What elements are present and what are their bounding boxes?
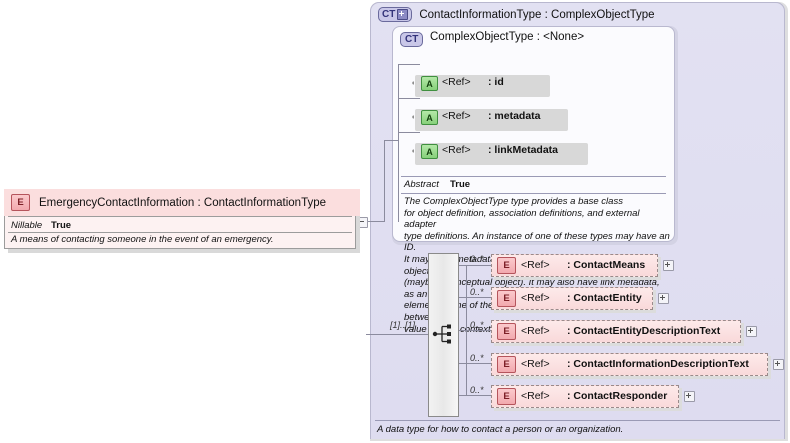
nillable-key: Nillable <box>11 220 43 231</box>
attribute-ref-label: <Ref> <box>442 76 471 88</box>
attribute-ref-label: <Ref> <box>442 144 471 156</box>
divider <box>8 216 352 217</box>
element-badge: E <box>497 356 516 373</box>
element-ref-label: <Ref> <box>521 325 550 337</box>
connector-branch-contactmeans <box>459 265 491 266</box>
attribute-badge: A <box>421 110 438 125</box>
outer-complextype-title: ContactInformationType : ComplexObjectTy… <box>419 8 655 21</box>
abstract-value: True <box>450 179 471 190</box>
element-emergencycontactinformation[interactable]: E EmergencyContactInformation : ContactI… <box>4 189 360 253</box>
expand-plus-icon[interactable] <box>746 326 757 337</box>
nillable-value: True <box>51 220 72 231</box>
divider <box>401 176 666 177</box>
connector-vertical-attributes <box>398 64 399 222</box>
attribute-name-label: : metadata <box>488 110 541 122</box>
inner-complextype-badge-label: CT <box>405 34 419 45</box>
connector-to-sequence <box>366 334 428 335</box>
attribute-ref-label: <Ref> <box>442 110 471 122</box>
expand-plus-icon[interactable] <box>684 391 695 402</box>
expand-plus-icon[interactable] <box>658 293 669 304</box>
element-badge: E <box>11 194 30 211</box>
element-badge: E <box>497 257 516 274</box>
element-name-label: : ContactInformationDescriptionText <box>567 358 749 370</box>
element-ref-box[interactable] <box>491 287 653 310</box>
element-ref-label: <Ref> <box>521 292 550 304</box>
connector-to-element <box>366 221 384 222</box>
plus-icon[interactable] <box>397 9 409 20</box>
attribute-badge: A <box>421 144 438 159</box>
attribute-box[interactable] <box>412 140 414 162</box>
sequence-compositor-icon <box>432 324 451 344</box>
connector-branch-metadata <box>398 98 420 99</box>
divider <box>8 232 352 233</box>
connector-branch-contactinformationdescriptiontext <box>459 363 491 364</box>
element-ref-contactinformationdescriptiontext[interactable]: E <Ref> : ContactInformationDescriptionT… <box>491 353 771 379</box>
inner-complextype-badge[interactable]: CT <box>400 32 424 47</box>
element-badge: E <box>497 323 516 340</box>
attribute-box[interactable] <box>412 106 414 128</box>
element-name-label: : ContactEntity <box>567 292 642 304</box>
occurrence-label: 0..* <box>470 385 484 395</box>
outer-complextype-header: CT ContactInformationType : ComplexObjec… <box>378 7 655 22</box>
divider <box>401 193 666 194</box>
connector-vertical-outer <box>384 140 385 222</box>
abstract-key: Abstract <box>404 179 439 190</box>
attribute-shadow <box>415 75 550 97</box>
element-name-label: : ContactEntityDescriptionText <box>567 325 721 337</box>
attribute-row-linkmetadata[interactable]: A <Ref> : linkMetadata <box>412 140 588 165</box>
attribute-badge: A <box>421 76 438 91</box>
complextype-badge[interactable]: CT <box>378 7 413 22</box>
element-ref-contactentity[interactable]: E <Ref> : ContactEntity <box>491 287 656 313</box>
divider <box>375 420 780 421</box>
connector-outer-join <box>384 140 398 141</box>
occurrence-label: 0..* <box>470 320 484 330</box>
attribute-name-label: : id <box>488 76 504 88</box>
occurrence-label: 0..* <box>470 353 484 363</box>
attribute-shadow <box>415 109 568 131</box>
occurrence-label: 0..* <box>470 287 484 297</box>
attribute-box[interactable] <box>412 72 414 94</box>
element-badge-label: E <box>17 197 24 208</box>
attribute-row-id[interactable]: A <Ref> : id <box>412 72 550 97</box>
connector-branch-contactresponder <box>459 395 491 396</box>
element-name-label: : ContactResponder <box>567 390 668 402</box>
connector-branch-linkmetadata <box>398 132 420 133</box>
sequence-occurrence-label: [1]..[1] <box>390 320 416 330</box>
element-title-band: E EmergencyContactInformation : ContactI… <box>4 189 360 216</box>
inner-complextype-title: ComplexObjectType : <None> <box>430 31 585 43</box>
element-title: EmergencyContactInformation : ContactInf… <box>39 196 327 209</box>
connector-branch-contactentitydescriptiontext <box>459 330 491 331</box>
element-ref-label: <Ref> <box>521 390 550 402</box>
expand-plus-icon[interactable] <box>773 359 784 370</box>
outer-type-annotation: A data type for how to contact a person … <box>377 424 624 435</box>
element-ref-label: <Ref> <box>521 259 550 271</box>
element-ref-contactentitydescriptiontext[interactable]: E <Ref> : ContactEntityDescriptionText <box>491 320 744 346</box>
element-ref-contactmeans[interactable]: E <Ref> : ContactMeans <box>491 254 661 280</box>
sequence-compositor-box[interactable] <box>428 253 459 417</box>
inner-type-annotation: The ComplexObjectType type provides a ba… <box>404 196 670 335</box>
element-ref-box[interactable] <box>491 385 679 408</box>
element-ref-box[interactable] <box>491 353 768 376</box>
occurrence-label: 0..* <box>470 254 484 264</box>
element-ref-box[interactable] <box>491 254 658 277</box>
element-annotation: A means of contacting someone in the eve… <box>11 234 274 245</box>
expand-plus-icon[interactable] <box>663 260 674 271</box>
element-ref-contactresponder[interactable]: E <Ref> : ContactResponder <box>491 385 682 411</box>
connector-branch-id <box>398 64 420 65</box>
attribute-shadow <box>415 143 588 165</box>
element-name-label: : ContactMeans <box>567 259 646 271</box>
element-badge: E <box>497 388 516 405</box>
complextype-badge-label: CT <box>382 9 396 20</box>
inner-complextype-panel: CT ComplexObjectType : <None> A <Ref> : … <box>392 26 678 335</box>
inner-complextype-body <box>392 26 675 242</box>
element-ref-box[interactable] <box>491 320 741 343</box>
attribute-name-label: : linkMetadata <box>488 144 559 156</box>
element-ref-label: <Ref> <box>521 358 550 370</box>
connector-branch-contactentity <box>459 297 491 298</box>
element-badge: E <box>497 290 516 307</box>
attribute-row-metadata[interactable]: A <Ref> : metadata <box>412 106 568 131</box>
